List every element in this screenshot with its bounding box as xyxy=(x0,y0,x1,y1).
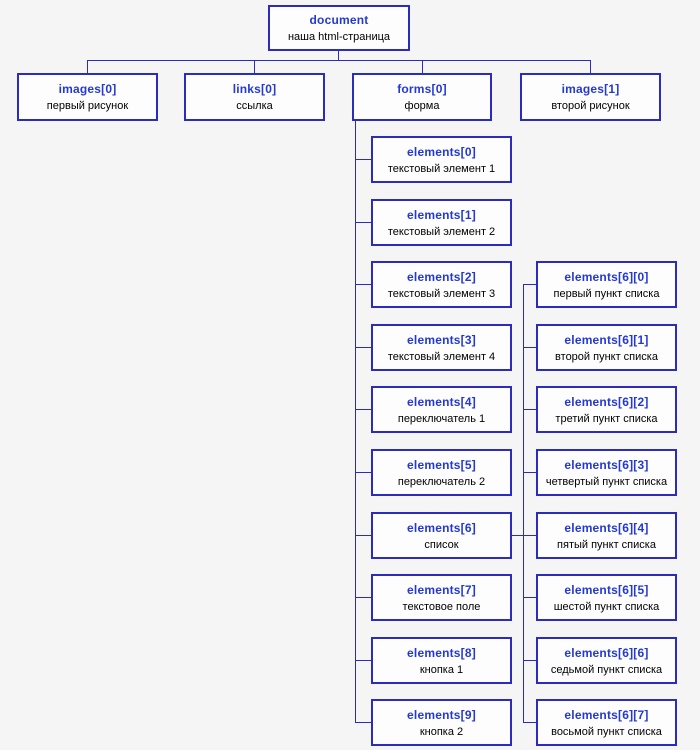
node-label: седьмой пункт списка xyxy=(550,663,663,676)
connector-line xyxy=(512,535,536,536)
connector-line xyxy=(355,597,371,598)
connector-line xyxy=(422,60,423,73)
connector-line xyxy=(523,472,536,473)
node-elements-5: elements[5] переключатель 2 xyxy=(371,449,512,496)
connector-line xyxy=(355,222,371,223)
node-document: document наша html-страница xyxy=(268,5,410,51)
node-title: elements[2] xyxy=(407,269,476,284)
node-title: elements[6][0] xyxy=(564,269,649,284)
node-elements-6: elements[6] список xyxy=(371,512,512,559)
node-title: elements[6][6] xyxy=(564,645,649,660)
node-label: текстовый элемент 1 xyxy=(387,162,496,175)
connector-line xyxy=(523,284,536,285)
node-title: elements[4] xyxy=(407,394,476,409)
node-label: переключатель 1 xyxy=(397,412,486,425)
node-elements-3: elements[3] текстовый элемент 4 xyxy=(371,324,512,371)
node-label: третий пункт списка xyxy=(555,412,658,425)
node-elements-6-7: elements[6][7] восьмой пункт списка xyxy=(536,699,677,746)
node-title: elements[0] xyxy=(407,144,476,159)
node-elements-6-1: elements[6][1] второй пункт списка xyxy=(536,324,677,371)
node-title: elements[3] xyxy=(407,332,476,347)
node-elements-1: elements[1] текстовый элемент 2 xyxy=(371,199,512,246)
node-title: elements[5] xyxy=(407,457,476,472)
node-label: текстовый элемент 2 xyxy=(387,225,496,238)
node-label: четвертый пункт списка xyxy=(545,475,668,488)
node-label: первый пункт списка xyxy=(553,287,660,300)
node-elements-6-0: elements[6][0] первый пункт списка xyxy=(536,261,677,308)
connector-line xyxy=(355,535,371,536)
connector-line xyxy=(523,722,536,723)
node-label: пятый пункт списка xyxy=(557,538,656,551)
node-label: форма xyxy=(404,100,440,112)
connector-line xyxy=(523,660,536,661)
node-label: восьмой пункт списка xyxy=(551,725,662,738)
connector-line xyxy=(523,597,536,598)
node-elements-2: elements[2] текстовый элемент 3 xyxy=(371,261,512,308)
node-elements-6-2: elements[6][2] третий пункт списка xyxy=(536,386,677,433)
node-forms-0: forms[0] форма xyxy=(352,73,492,121)
node-label: текстовый элемент 3 xyxy=(387,287,496,300)
connector-line xyxy=(590,60,591,73)
node-label: шестой пункт списка xyxy=(553,600,660,613)
node-label: список xyxy=(424,538,459,551)
connector-line xyxy=(355,121,356,723)
node-label: ссылка xyxy=(236,100,273,112)
connector-line xyxy=(338,51,339,60)
node-images-1: images[1] второй рисунок xyxy=(520,73,661,121)
node-label: переключатель 2 xyxy=(397,475,486,488)
node-title: elements[6][5] xyxy=(564,582,649,597)
connector-line xyxy=(254,60,255,73)
connector-line xyxy=(87,60,88,73)
node-elements-9: elements[9] кнопка 2 xyxy=(371,699,512,746)
node-label: текстовый элемент 4 xyxy=(387,350,496,363)
connector-line xyxy=(355,347,371,348)
connector-line xyxy=(355,284,371,285)
connector-line xyxy=(355,722,371,723)
node-label: первый рисунок xyxy=(46,100,129,112)
node-title: elements[6][3] xyxy=(564,457,649,472)
node-elements-6-6: elements[6][6] седьмой пункт списка xyxy=(536,637,677,684)
node-title: elements[8] xyxy=(407,645,476,660)
node-title: elements[1] xyxy=(407,207,476,222)
node-title: forms[0] xyxy=(397,82,447,96)
connector-line xyxy=(87,60,591,61)
node-label: второй рисунок xyxy=(551,100,630,112)
node-label: кнопка 1 xyxy=(419,663,464,676)
node-elements-6-5: elements[6][5] шестой пункт списка xyxy=(536,574,677,621)
node-title: elements[6][7] xyxy=(564,707,649,722)
node-title: images[1] xyxy=(561,82,620,96)
node-title: elements[6][1] xyxy=(564,332,649,347)
node-title: elements[7] xyxy=(407,582,476,597)
node-title: elements[6][4] xyxy=(564,520,649,535)
node-elements-0: elements[0] текстовый элемент 1 xyxy=(371,136,512,183)
connector-line xyxy=(523,284,524,723)
connector-line xyxy=(355,472,371,473)
node-images-0: images[0] первый рисунок xyxy=(17,73,158,121)
node-label: текстовое поле xyxy=(402,600,481,613)
node-label: наша html-страница xyxy=(287,31,391,43)
node-title: document xyxy=(309,13,369,27)
node-title: images[0] xyxy=(58,82,117,96)
node-label: кнопка 2 xyxy=(419,725,464,738)
node-label: второй пункт списка xyxy=(555,350,658,363)
node-title: links[0] xyxy=(232,82,277,96)
connector-line xyxy=(523,347,536,348)
node-elements-4: elements[4] переключатель 1 xyxy=(371,386,512,433)
node-title: elements[6][2] xyxy=(564,394,649,409)
connector-line xyxy=(355,660,371,661)
node-title: elements[9] xyxy=(407,707,476,722)
connector-line xyxy=(355,159,371,160)
node-title: elements[6] xyxy=(407,520,476,535)
node-elements-7: elements[7] текстовое поле xyxy=(371,574,512,621)
node-elements-8: elements[8] кнопка 1 xyxy=(371,637,512,684)
node-links-0: links[0] ссылка xyxy=(184,73,325,121)
connector-line xyxy=(355,409,371,410)
node-elements-6-4: elements[6][4] пятый пункт списка xyxy=(536,512,677,559)
connector-line xyxy=(523,409,536,410)
node-elements-6-3: elements[6][3] четвертый пункт списка xyxy=(536,449,677,496)
